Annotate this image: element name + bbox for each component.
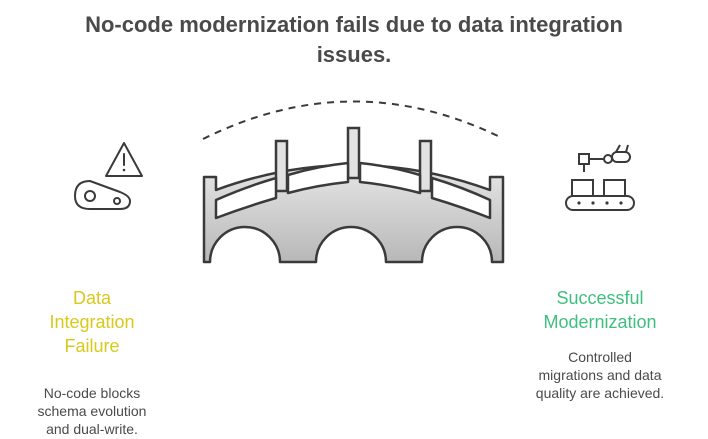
page-title: No-code modernization fails due to data … xyxy=(40,10,668,70)
failure-heading-line: Failure xyxy=(64,336,120,356)
failure-heading-line: Integration xyxy=(49,312,135,332)
conveyor-belt-icon xyxy=(565,195,635,211)
robot-arm-icon xyxy=(578,144,631,172)
failure-description-line: schema evolution xyxy=(37,403,147,419)
title-line-1: No-code modernization fails due to data … xyxy=(85,12,623,37)
failure-description-line: and dual-write. xyxy=(46,421,138,437)
success-heading: Successful Modernization xyxy=(520,286,680,334)
title-line-2: issues. xyxy=(316,42,392,67)
success-description-line: migrations and data xyxy=(538,367,662,383)
success-panel: Successful Modernization Controlled migr… xyxy=(520,286,680,402)
success-heading-line: Successful xyxy=(556,288,644,308)
boxes-icon xyxy=(571,179,626,197)
failure-heading: Data Integration Failure xyxy=(30,286,154,358)
success-heading-line: Modernization xyxy=(543,312,657,332)
success-description: Controlled migrations and data quality a… xyxy=(520,348,680,402)
failure-heading-line: Data xyxy=(72,288,112,308)
failure-description-line: No-code blocks xyxy=(43,385,141,401)
failure-panel: Data Integration Failure No-code blocks … xyxy=(30,286,154,438)
warning-icon xyxy=(105,142,143,177)
success-description-line: quality are achieved. xyxy=(535,385,665,401)
machine-icon xyxy=(74,180,131,210)
failure-description: No-code blocks schema evolution and dual… xyxy=(30,384,154,438)
success-description-line: Controlled xyxy=(568,349,632,365)
